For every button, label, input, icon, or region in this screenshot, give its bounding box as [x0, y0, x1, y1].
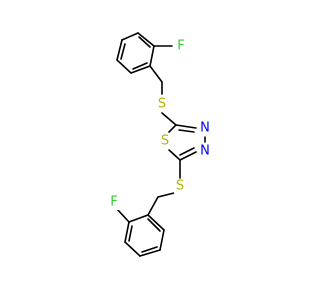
- bond: [124, 221, 130, 243]
- bond-ring-ch2-top: [149, 65, 163, 83]
- atom-f-top-label: F: [177, 39, 184, 54]
- bond: [179, 147, 195, 156]
- atom-n-upper: N: [199, 121, 211, 136]
- bottom-fluorophenyl-ring: [124, 214, 165, 257]
- atom-f-bottom: F: [108, 195, 120, 210]
- bond: [138, 36, 151, 48]
- bond: [128, 214, 149, 223]
- atom-s-top-label: S: [158, 97, 166, 112]
- bond: [159, 229, 165, 251]
- thiadiazole-ring: [168, 124, 206, 161]
- bond-s-thiadiazole-top: [161, 112, 177, 126]
- bond: [141, 246, 158, 253]
- bond: [124, 241, 141, 257]
- bond: [116, 39, 123, 61]
- bond: [120, 43, 126, 60]
- bond: [121, 32, 139, 41]
- bond-s-ch2-bottom: [157, 192, 175, 198]
- atom-s-top: S: [156, 97, 168, 112]
- atom-n-lower: N: [199, 144, 211, 159]
- atom-s-ring-label: S: [161, 134, 169, 149]
- bond: [149, 45, 155, 67]
- atom-f-top: F: [175, 39, 187, 54]
- bond-ch2-ring-bottom: [147, 196, 159, 216]
- molecule-structure-diagram: F S N N S S F: [108, 32, 211, 257]
- bond: [137, 32, 155, 47]
- bond: [132, 62, 148, 70]
- bond: [168, 124, 177, 133]
- bond: [139, 249, 161, 257]
- top-fluorophenyl-ring: [116, 32, 155, 74]
- bond: [130, 65, 151, 74]
- bond: [128, 225, 133, 242]
- bond: [178, 129, 195, 133]
- bond: [175, 124, 197, 129]
- atom-n-lower-label: N: [200, 144, 210, 159]
- atom-f-bottom-label: F: [110, 195, 117, 210]
- bond: [147, 214, 165, 231]
- bond: [179, 151, 197, 161]
- atom-s-bottom: S: [174, 179, 186, 194]
- atom-s-bottom-label: S: [176, 179, 184, 194]
- bond: [147, 218, 161, 232]
- atom-s-ring: S: [159, 134, 171, 149]
- bond: [168, 149, 181, 161]
- atom-n-upper-label: N: [200, 121, 210, 136]
- bond-c-f-bottom: [116, 208, 130, 223]
- bond: [116, 59, 132, 74]
